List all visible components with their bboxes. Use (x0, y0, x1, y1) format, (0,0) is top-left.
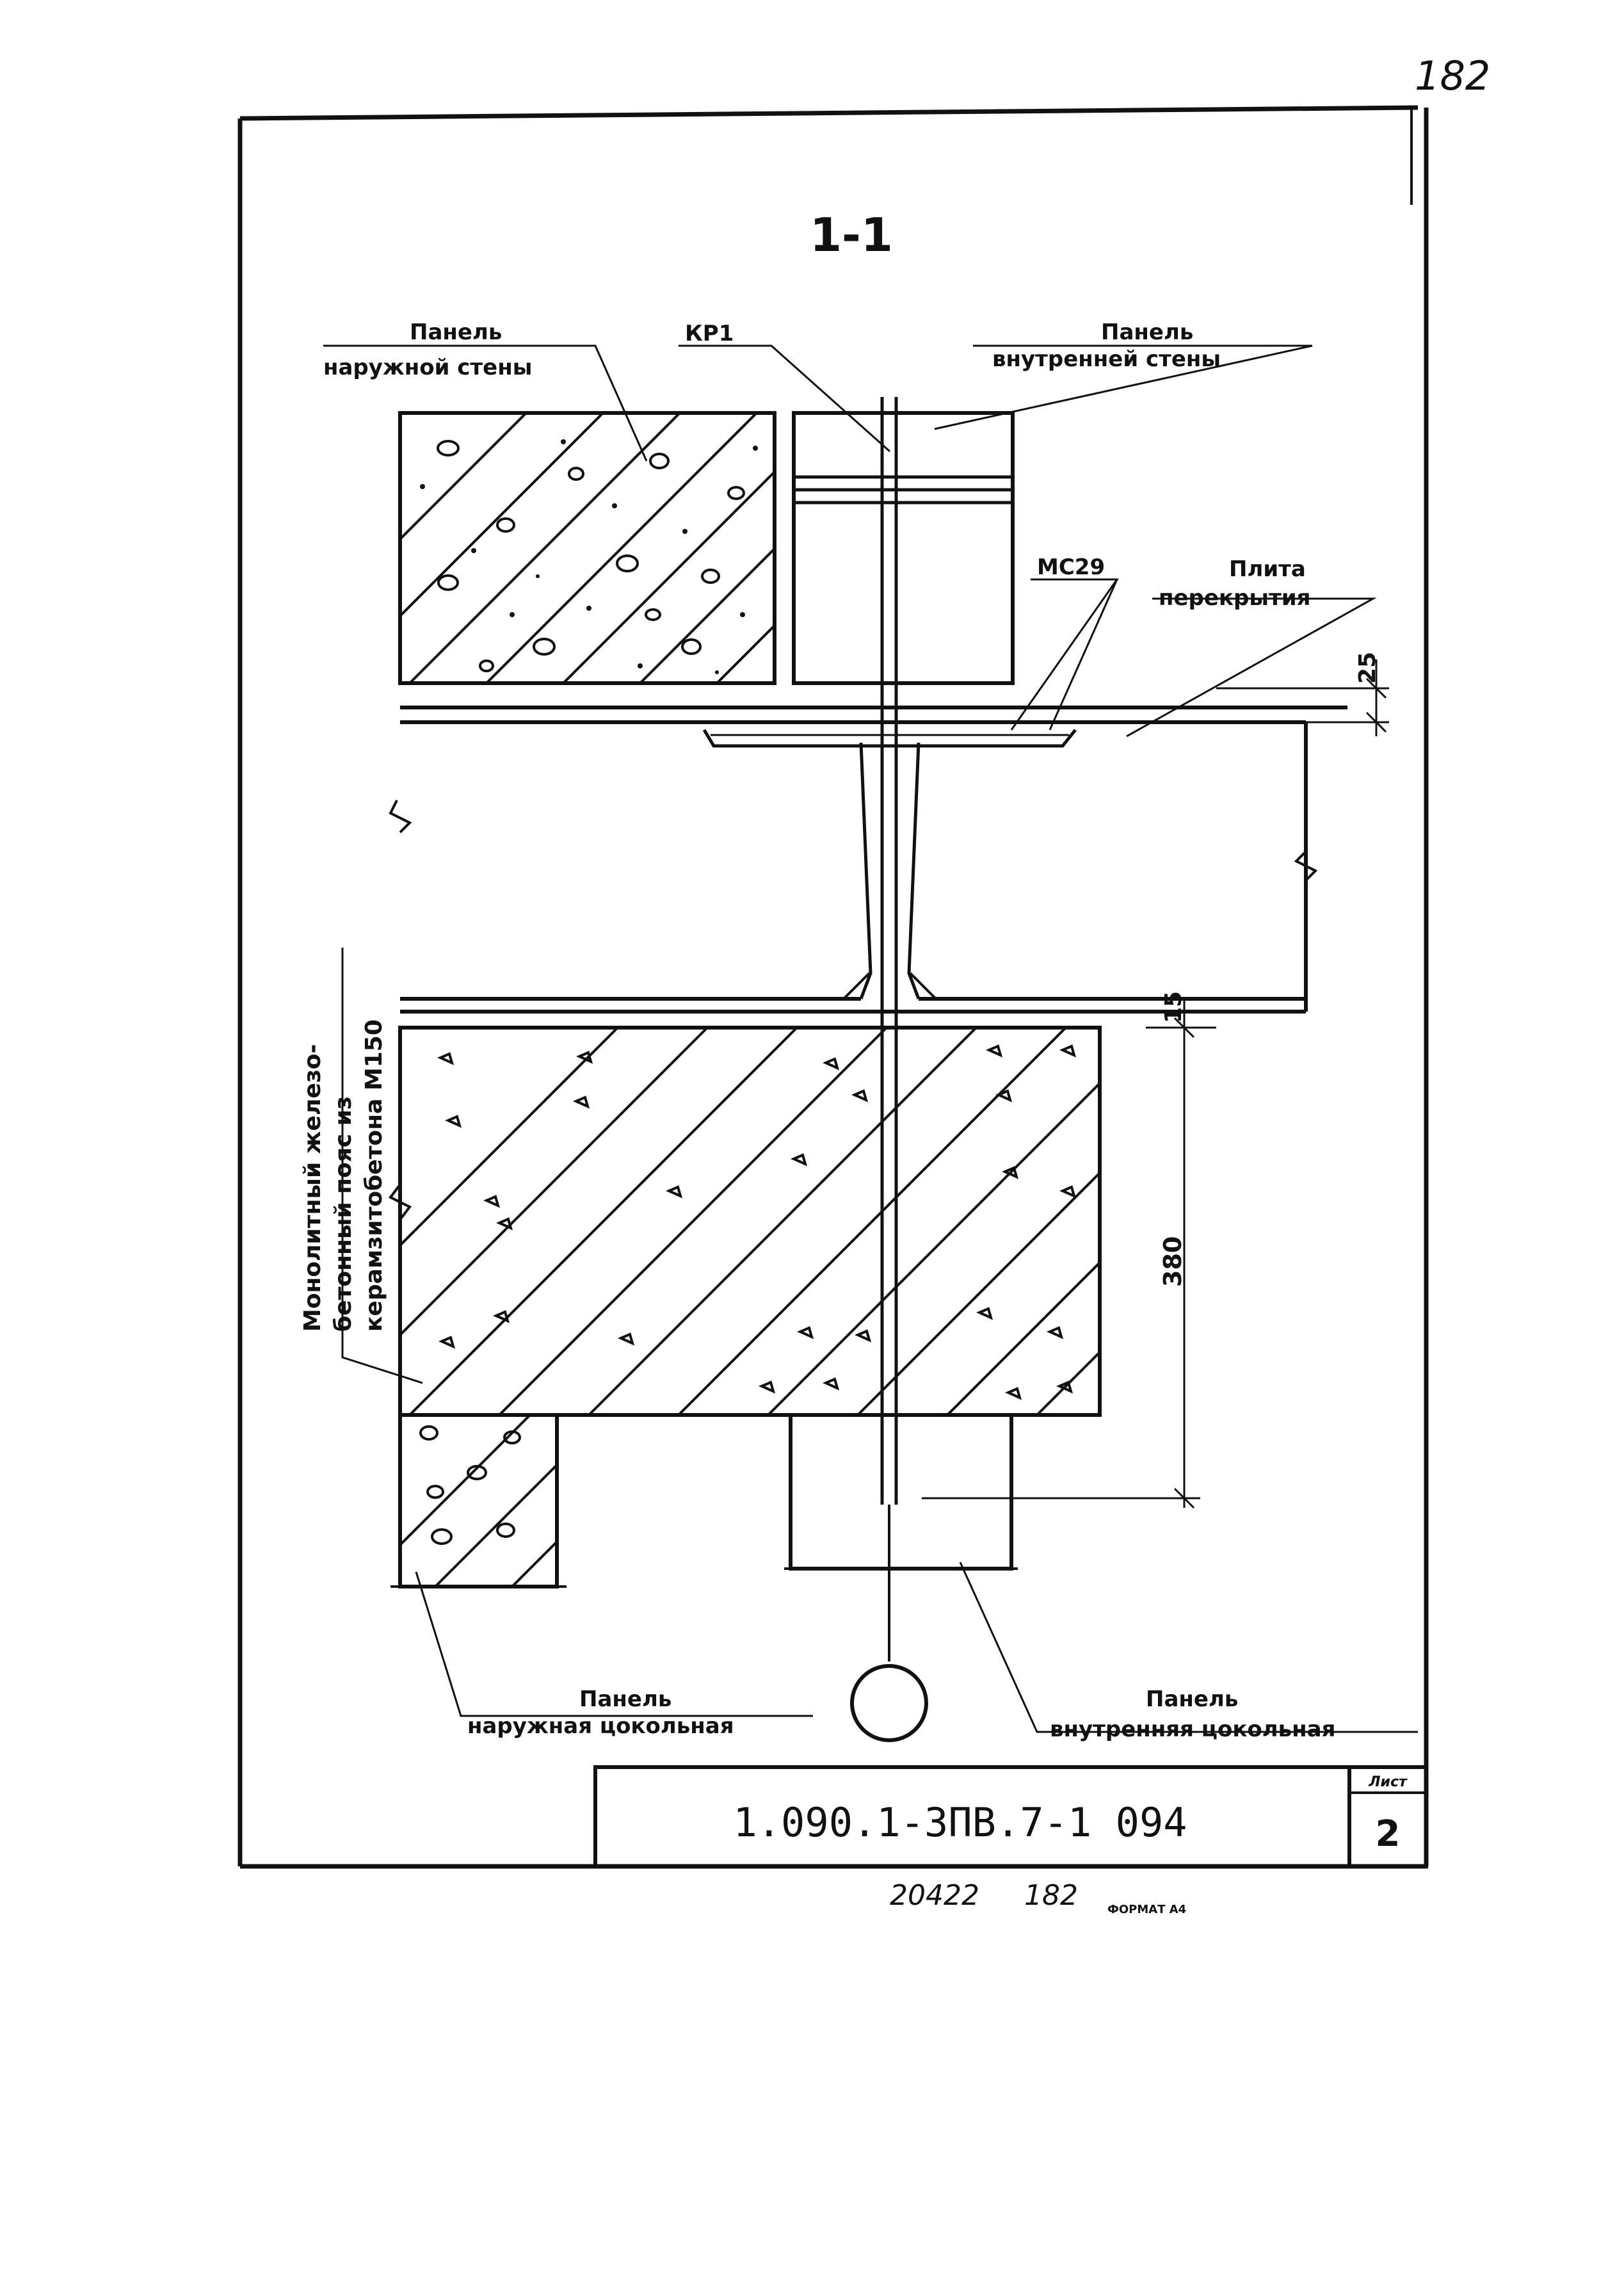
section-title: 1-1 (810, 208, 893, 262)
label-belt-1: Монолитный железо- (300, 1044, 326, 1332)
label-kr1: КР1 (685, 321, 734, 346)
label-slab-2: перекрытия (1159, 585, 1310, 611)
dimension-15: 15 (1161, 991, 1187, 1023)
page-number-handwritten: 182 (1415, 53, 1490, 99)
title-block-code: 1.090.1-3ПВ.7-1 094 (733, 1799, 1187, 1846)
title-block: 1.090.1-3ПВ.7-1 094 Лист 2 (593, 1765, 1428, 1868)
dimension-25: 25 (1355, 652, 1381, 684)
belt-hatch (400, 1028, 1100, 1415)
label-belt-2: бетонный пояс из (330, 1096, 357, 1332)
label-inner-plinth-2: внутренняя цокольная (1050, 1717, 1335, 1742)
footer: 20422 182 ФОРМАТ А4 (890, 1879, 1186, 1916)
label-outer-wall-1: Панель (410, 319, 502, 345)
label-inner-wall-2: внутренней стены (992, 346, 1221, 372)
footer-inventory: 20422 (890, 1879, 979, 1912)
label-outer-plinth-1: Панель (579, 1686, 671, 1712)
footer-format: ФОРМАТ А4 (1107, 1903, 1186, 1916)
label-ms29: МС29 (1037, 554, 1105, 580)
label-outer-wall-2: наружной стены (323, 355, 532, 380)
footer-page: 182 (1024, 1879, 1078, 1912)
label-inner-wall-1: Панель (1101, 319, 1193, 345)
rebar-kr1 (850, 397, 928, 1742)
label-outer-plinth-2: наружная цокольная (467, 1713, 734, 1739)
label-slab-1: Плита (1229, 556, 1306, 582)
leader-lines (323, 344, 1418, 1733)
outer-plinth-panel (390, 1415, 567, 1588)
label-inner-plinth-1: Панель (1146, 1686, 1238, 1712)
monolithic-belt (388, 1026, 1102, 1417)
inner-wall-panel (792, 411, 1015, 685)
outer-wall-hatch (400, 413, 775, 683)
outer-plinth-hatch (400, 1415, 557, 1587)
outer-wall-panel (398, 411, 776, 685)
title-block-sheet-number: 2 (1376, 1813, 1401, 1855)
floor-slab (389, 706, 1347, 1014)
title-block-sheet-label: Лист (1368, 1774, 1408, 1790)
dimension-lines: 25 15 380 (922, 652, 1389, 1509)
dimension-380: 380 (1159, 1236, 1187, 1287)
labels: Панель наружной стены КР1 Панель внутрен… (300, 319, 1335, 1742)
label-belt-3: керамзитобетона М150 (361, 1019, 387, 1332)
inner-plinth-panel (784, 1415, 1018, 1571)
